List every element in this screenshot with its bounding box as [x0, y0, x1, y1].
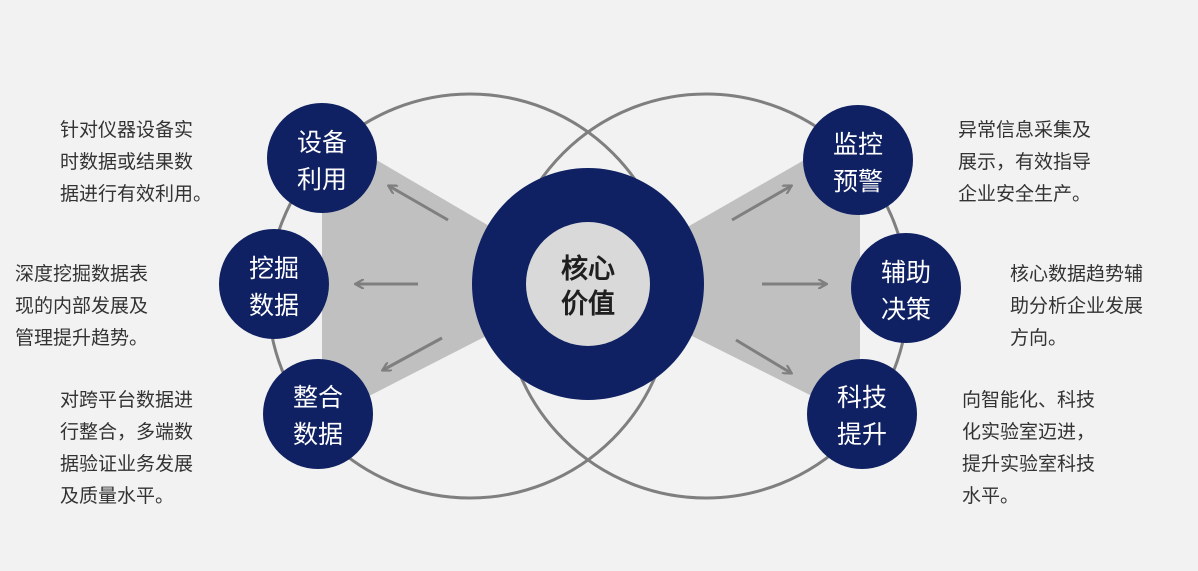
description-line: 据验证业务发展	[60, 453, 194, 475]
core-label-line-2: 价值	[561, 289, 615, 320]
description-line: 及质量水平。	[60, 485, 175, 507]
description-decision-support: 核心数据趋势辅 助分析企业发展 方向。	[1010, 258, 1143, 354]
arrow-to-data-integration	[383, 336, 443, 370]
node-decision-support: 辅助 决策	[851, 233, 961, 343]
node-device-utilization-line-1: 设备	[297, 128, 347, 157]
description-monitoring-warning: 异常信息采集及 展示，有效指导 企业安全生产。	[958, 114, 1091, 210]
description-line: 核心数据趋势辅	[1010, 263, 1144, 285]
node-tech-improvement: 科技 提升	[807, 359, 917, 469]
description-line: 时数据或结果数	[60, 151, 194, 173]
node-device-utilization-line-2: 利用	[297, 165, 347, 194]
node-device-utilization: 设备 利用	[267, 103, 377, 213]
node-monitoring-warning-line-2: 预警	[833, 167, 883, 196]
node-data-integration: 整合 数据	[263, 359, 373, 469]
description-data-integration: 对跨平台数据进 行整合，多端数 据验证业务发展 及质量水平。	[60, 384, 193, 512]
description-line: 异常信息采集及	[958, 119, 1092, 141]
description-line: 行整合，多端数	[60, 421, 194, 443]
node-data-mining: 挖掘 数据	[219, 229, 329, 339]
description-data-mining: 深度挖掘数据表 现的内部发展及 管理提升趋势。	[15, 258, 148, 354]
description-line: 据进行有效利用。	[60, 183, 213, 205]
arrow-to-tech-improvement	[735, 338, 791, 373]
description-line: 方向。	[1010, 327, 1068, 349]
core-inner	[526, 222, 650, 346]
arrow-to-monitoring-warning	[731, 186, 791, 222]
description-line: 水平。	[962, 485, 1020, 507]
description-line: 化实验室迈进，	[962, 421, 1096, 443]
description-line: 展示，有效指导	[958, 151, 1092, 173]
description-line: 助分析企业发展	[1010, 295, 1144, 317]
node-data-mining-line-2: 数据	[249, 291, 299, 320]
description-line: 现的内部发展及	[15, 295, 149, 317]
node-decision-support-line-1: 辅助	[881, 258, 931, 287]
description-tech-improvement: 向智能化、科技 化实验室迈进， 提升实验室科技 水平。	[962, 384, 1095, 512]
description-line: 针对仪器设备实	[60, 119, 194, 141]
arrow-to-device-utilization	[389, 186, 449, 222]
node-tech-improvement-line-2: 提升	[837, 420, 887, 449]
node-monitoring-warning-line-1: 监控	[833, 130, 883, 159]
left-wedge	[322, 128, 588, 420]
description-line: 管理提升趋势。	[15, 327, 149, 349]
node-data-integration-line-1: 整合	[293, 383, 343, 412]
node-decision-support-line-2: 决策	[881, 295, 931, 324]
description-line: 向智能化、科技	[962, 389, 1096, 411]
core-label-line-1: 核心	[561, 253, 615, 285]
description-line: 深度挖掘数据表	[15, 263, 149, 285]
description-line: 提升实验室科技	[962, 453, 1096, 475]
node-tech-improvement-line-1: 科技	[837, 383, 887, 412]
node-monitoring-warning: 监控 预警	[803, 105, 913, 215]
node-data-integration-line-2: 数据	[293, 420, 343, 449]
right-wedge	[588, 128, 860, 420]
description-device-utilization: 针对仪器设备实 时数据或结果数 据进行有效利用。	[60, 114, 212, 210]
node-data-mining-line-1: 挖掘	[249, 254, 299, 283]
description-line: 对跨平台数据进	[60, 389, 194, 411]
description-line: 企业安全生产。	[958, 183, 1092, 205]
